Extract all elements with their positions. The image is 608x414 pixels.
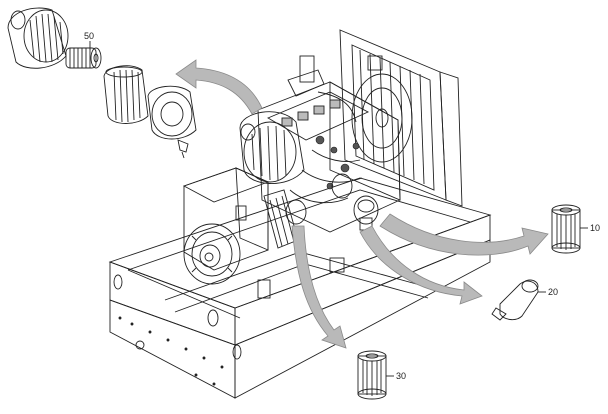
air-filter-outer-element: [103, 65, 149, 124]
fuel-prefilter-part: [491, 279, 546, 321]
callout-label-30: 30: [396, 371, 406, 381]
engine: [257, 55, 401, 233]
callout-label-50: 50: [84, 31, 94, 41]
fuel-filter-part: [357, 350, 394, 400]
callout-labels: 50 10 20 30: [84, 31, 600, 381]
removal-arrows: [175, 59, 549, 349]
callout-label-10: 10: [590, 223, 600, 233]
air-filter-cover: [7, 7, 69, 69]
oil-filter-part: [551, 204, 588, 254]
arrow-fuel-prefilter: [359, 225, 483, 305]
arrow-fuel-filter: [291, 225, 347, 349]
arrow-oil-filter: [379, 213, 549, 256]
air-filter-housing: [239, 111, 305, 184]
callout-label-20: 20: [548, 287, 558, 297]
alternator: [182, 167, 299, 285]
air-filter-end-cap: [147, 85, 197, 159]
arrow-air-filter: [175, 59, 263, 115]
air-filter-element-part: [65, 47, 102, 69]
